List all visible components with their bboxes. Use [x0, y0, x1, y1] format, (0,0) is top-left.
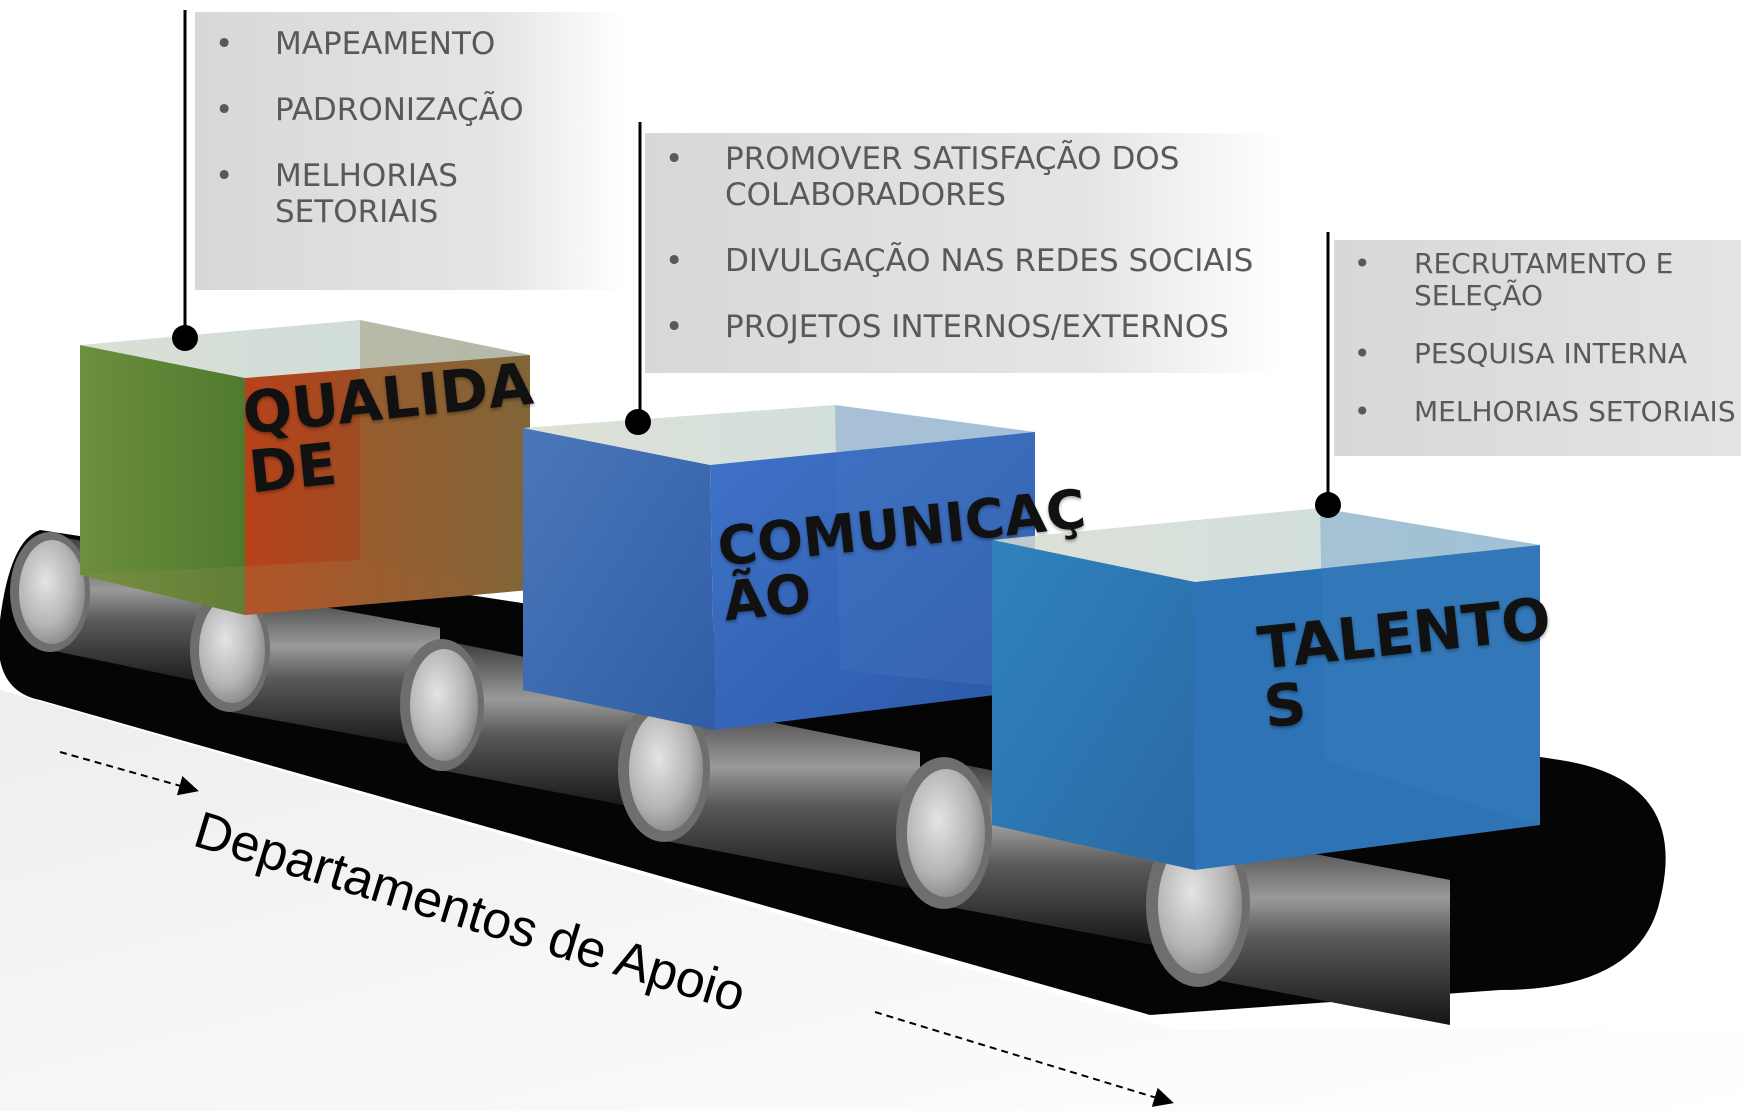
bullet-item: DIVULGAÇÃO NAS REDES SOCIAIS: [645, 243, 1280, 279]
bullet-item: PROMOVER SATISFAÇÃO DOS COLABORADORES: [645, 141, 1280, 213]
callout-comunicacao: [625, 122, 651, 435]
roller-2: [190, 588, 440, 750]
bullet-item: PESQUISA INTERNA: [1334, 338, 1741, 371]
callout-qualidade: [172, 10, 198, 351]
bullet-item: RECRUTAMENTO E SELEÇÃO: [1334, 248, 1741, 312]
bullet-item: MELHORIAS SETORIAIS: [195, 158, 625, 230]
bullet-item: MAPEAMENTO: [195, 26, 625, 62]
bullet-item: PROJETOS INTERNOS/EXTERNOS: [645, 309, 1280, 345]
panel-comunicacao: PROMOVER SATISFAÇÃO DOS COLABORADORES DI…: [645, 133, 1280, 373]
box-qualidade: [80, 320, 530, 615]
bullet-item: PADRONIZAÇÃO: [195, 92, 625, 128]
roller-4: [618, 698, 920, 890]
panel-qualidade: MAPEAMENTO PADRONIZAÇÃO MELHORIAS SETORI…: [195, 12, 625, 290]
callout-talentos: [1315, 232, 1341, 518]
bullet-item: MELHORIAS SETORIAIS: [1334, 396, 1741, 429]
direction-arrow-right: [874, 1011, 1174, 1107]
panel-talentos: RECRUTAMENTO E SELEÇÃO PESQUISA INTERNA …: [1334, 240, 1741, 456]
box-talentos: [992, 508, 1540, 870]
floor-shadow: [0, 690, 1741, 1111]
box-comunicacao: [523, 405, 1035, 730]
